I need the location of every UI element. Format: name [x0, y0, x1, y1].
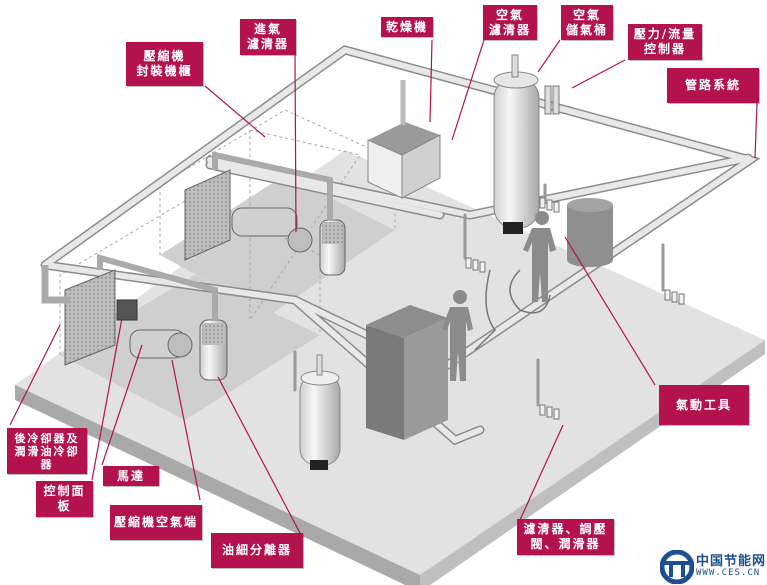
label-compressor-airend: 壓縮機空氣端 — [110, 505, 202, 540]
pressure-flow-controller-unit — [544, 85, 560, 115]
label-dryer: 乾燥機 — [381, 17, 433, 37]
worker-silhouettes — [442, 211, 556, 381]
label-oil-separator: 油細分離器 — [211, 533, 303, 568]
watermark-url: WWW.CES.CN — [696, 568, 761, 578]
label-air-filter: 空氣 濾清器 — [483, 5, 537, 40]
label-intake-filter: 進氣 濾清器 — [240, 19, 296, 55]
label-piping-system: 管路系統 — [667, 68, 759, 103]
label-pressure-flow-controller: 壓力/流量 控制器 — [628, 24, 702, 60]
label-control-panel: 控制面板 — [36, 481, 93, 517]
label-frl: 濾清器、調壓 閥、潤滑器 — [517, 519, 614, 555]
lower-compressor-package — [41, 254, 228, 381]
frl-units — [465, 197, 685, 420]
label-pneumatic-tools: 氣動工具 — [659, 385, 749, 425]
secondary-receiver-tank — [299, 354, 341, 470]
label-air-receiver: 空氣 儲氣桶 — [561, 5, 613, 40]
label-aftercooler-oil-cooler: 後冷卻器及 潤滑油冷卻 器 — [7, 428, 87, 474]
production-machine — [366, 305, 448, 440]
label-compressor-enclosure: 壓縮機 封裝機櫃 — [126, 42, 203, 86]
upper-compressor-package — [184, 151, 346, 276]
watermark-logo: 中国节能网 WWW.CES.CN — [660, 548, 767, 585]
ces-logo-icon — [660, 550, 694, 584]
leader-lines — [9, 39, 758, 534]
label-motor: 馬達 — [103, 466, 159, 486]
air-receiver-tank — [493, 54, 540, 234]
dryer-unit — [367, 80, 441, 199]
watermark-name: 中国节能网 — [696, 554, 767, 569]
drum — [567, 198, 613, 267]
